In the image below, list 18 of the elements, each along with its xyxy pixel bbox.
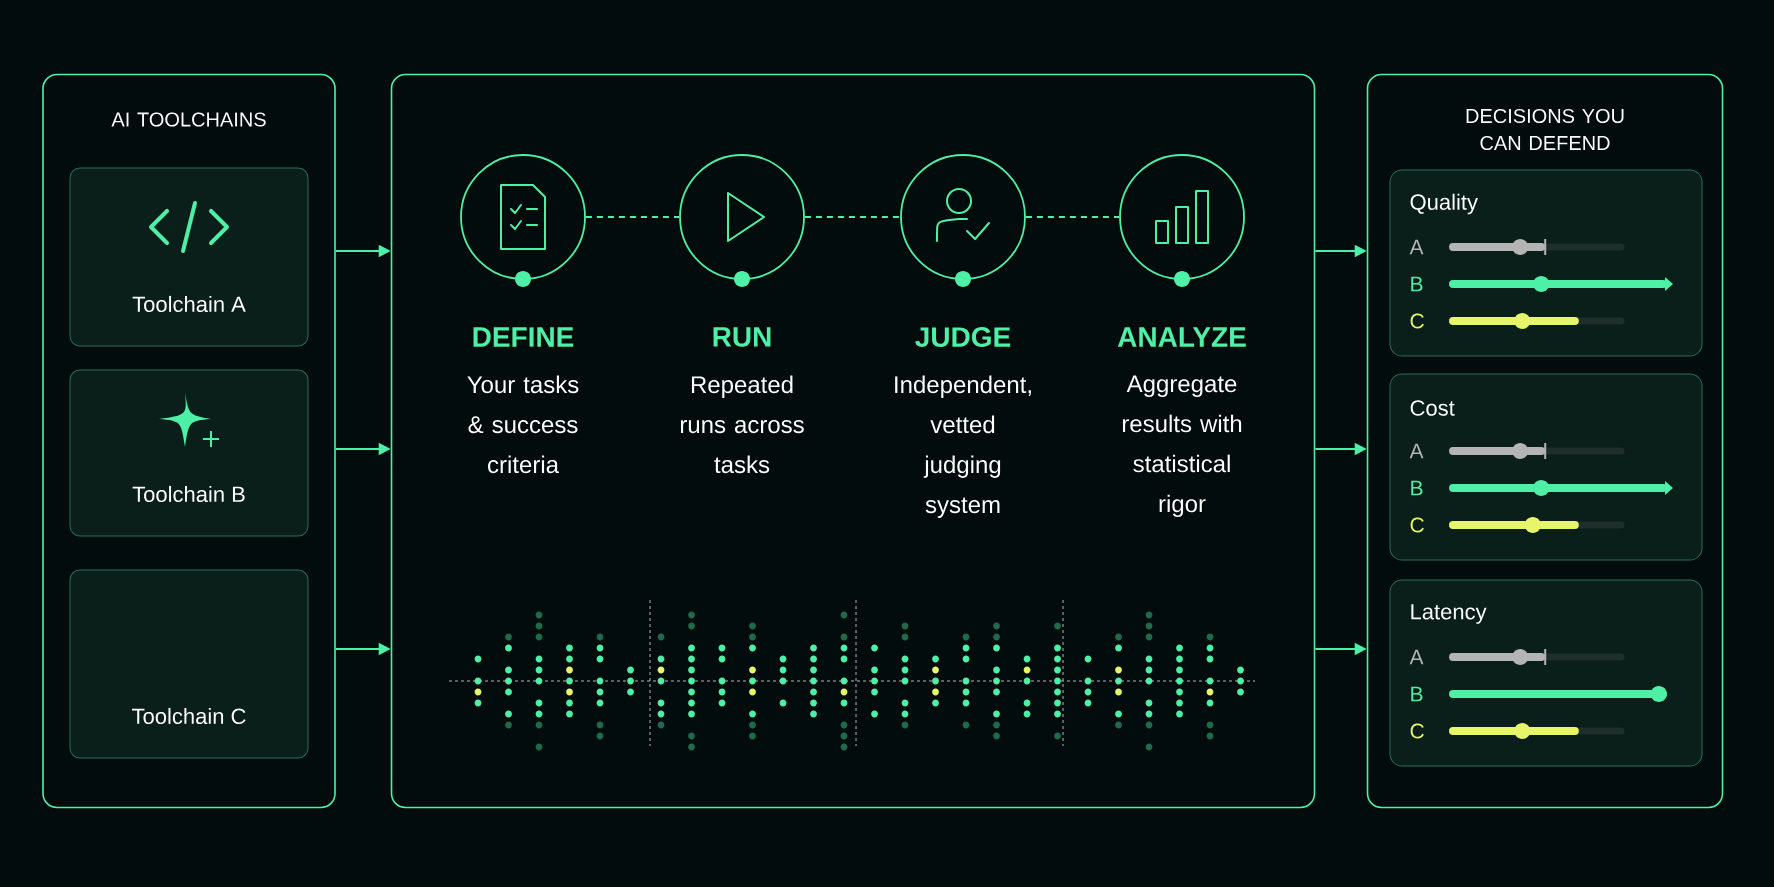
node-label: Your tasks & success criteria [467, 375, 579, 474]
node-label: JUDGE [915, 327, 1011, 347]
metric-card: Latency A B C [1389, 579, 1703, 767]
node-label: DEFINE [473, 327, 574, 347]
metric-card: Cost A B C [1389, 373, 1703, 561]
toolchain-card: Toolchain B [69, 369, 309, 537]
node-label: ANALYZE [1117, 327, 1246, 347]
metric-card: Quality A B C [1389, 169, 1703, 357]
dashed-connector [584, 216, 681, 218]
dashed-connector [803, 216, 902, 218]
toolchain-card: Toolchain C [69, 569, 309, 759]
node-label: RUN [713, 327, 771, 347]
toolchain-card: Toolchain A [69, 167, 309, 347]
node-label: Aggregate results with statistical rigor [1122, 375, 1242, 518]
node-label: Independent, vetted judging system [895, 375, 1031, 518]
dashed-connector [1024, 216, 1121, 218]
node-label: Repeated runs across tasks [680, 375, 804, 474]
panel-box [390, 73, 1316, 809]
